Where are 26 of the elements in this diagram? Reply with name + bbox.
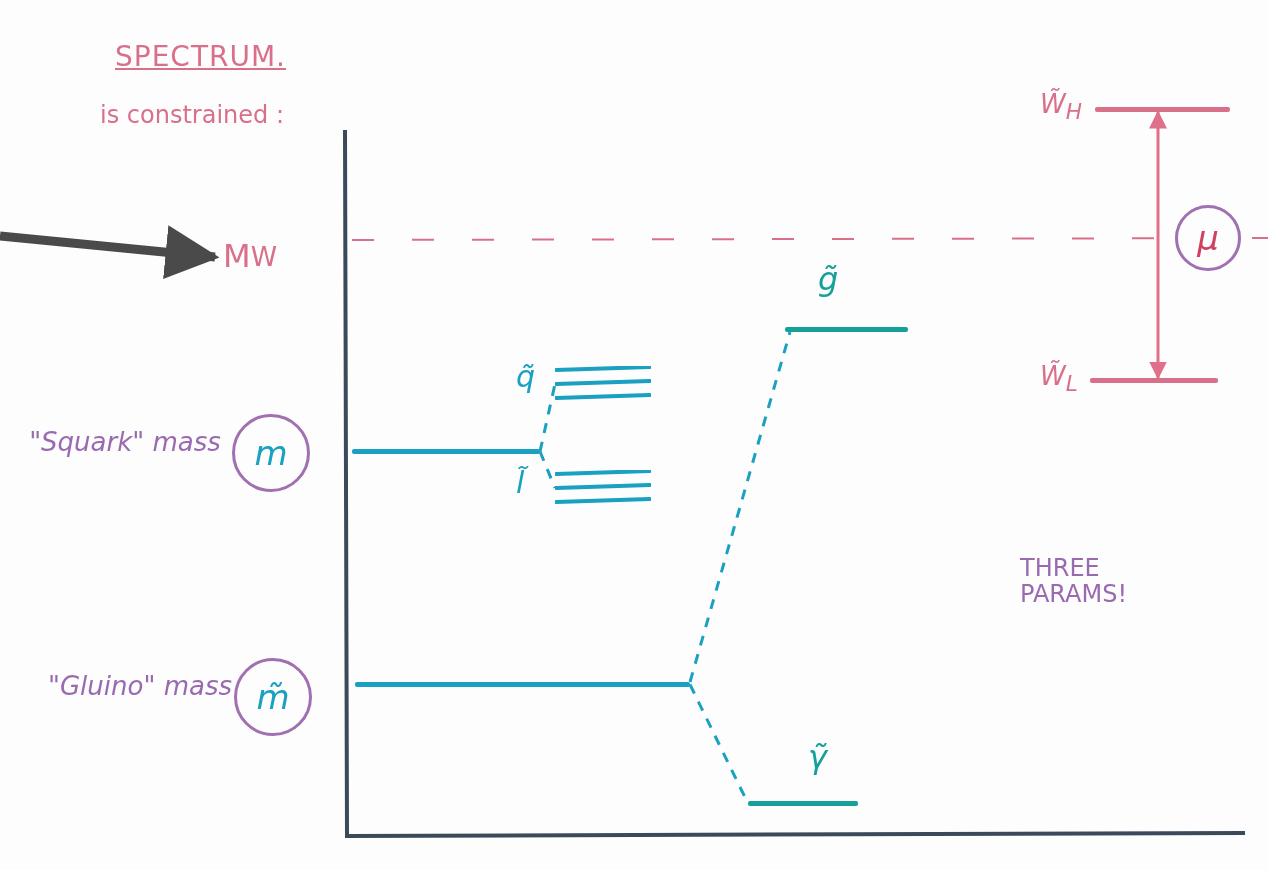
level-lines	[555, 366, 651, 402]
note: THREE PARAMS!	[1020, 555, 1129, 608]
circled-symbol: m	[232, 414, 310, 492]
circled-symbol: m̃	[234, 658, 312, 736]
title: SPECTRUM.	[115, 42, 286, 73]
parameter-name: "Squark" mass	[28, 428, 222, 457]
circled-symbol: μ	[1175, 205, 1241, 271]
level-label: γ̃	[808, 740, 827, 776]
dashed-connector	[538, 450, 557, 489]
level-label: W̃$_{H}$	[1040, 90, 1082, 124]
level-lines	[555, 470, 651, 506]
double-arrow	[1149, 110, 1167, 380]
level-label: W̃$_{L}$	[1040, 362, 1078, 396]
level-label: q̃	[516, 360, 536, 393]
note: is constrained :	[100, 102, 284, 129]
dashed-connector	[688, 331, 792, 683]
level-label: g̃	[818, 262, 839, 298]
level-line	[1095, 107, 1230, 112]
level-line	[352, 449, 540, 454]
level-line	[748, 801, 858, 806]
parameter-name: "Gluino" mass	[47, 672, 233, 701]
level-line	[785, 327, 908, 332]
arrow	[0, 225, 220, 280]
level-line	[1090, 378, 1218, 383]
level-line	[355, 682, 690, 687]
dashed-connector	[538, 383, 557, 452]
